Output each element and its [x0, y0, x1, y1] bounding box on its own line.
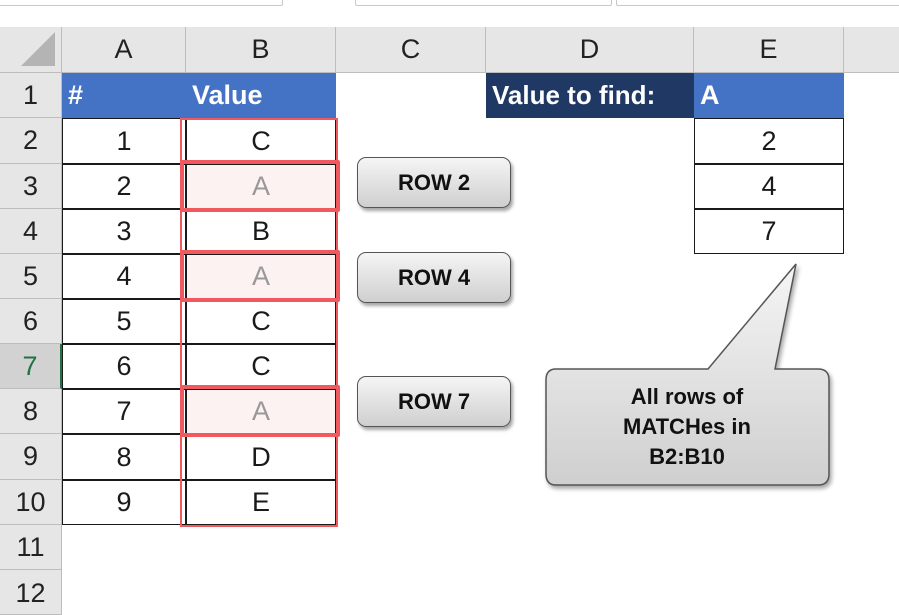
- select-all-button[interactable]: [0, 27, 62, 73]
- header-cell-number[interactable]: #: [62, 73, 186, 118]
- cell-a5[interactable]: 4: [62, 254, 186, 299]
- cell-a8[interactable]: 7: [62, 389, 186, 434]
- lookup-value-cell[interactable]: A: [694, 73, 844, 118]
- column-header-c[interactable]: C: [336, 27, 486, 73]
- name-box[interactable]: [0, 0, 283, 6]
- column-header-f[interactable]: [844, 27, 899, 73]
- row-header-11[interactable]: 11: [0, 525, 62, 570]
- row-header-6[interactable]: 6: [0, 299, 62, 344]
- row-header-2[interactable]: 2: [0, 118, 62, 164]
- cell-a3[interactable]: 2: [62, 164, 186, 209]
- cell-a7[interactable]: 6: [62, 344, 186, 389]
- result-cell-e4[interactable]: 7: [694, 209, 844, 254]
- cell-a9[interactable]: 8: [62, 434, 186, 480]
- row-header-7[interactable]: 7: [0, 344, 62, 389]
- formula-input-extension[interactable]: [616, 0, 899, 6]
- match-highlight-row-8: [180, 385, 340, 437]
- column-header-a[interactable]: A: [62, 27, 186, 73]
- callout-row-7: ROW 7: [357, 376, 511, 427]
- row-header-5[interactable]: 5: [0, 254, 62, 299]
- select-all-triangle-icon: [21, 32, 55, 66]
- match-range-outline: [180, 118, 338, 527]
- formula-bar-area: [0, 0, 899, 24]
- row-header-10[interactable]: 10: [0, 480, 62, 525]
- note-line-2: MATCHes in: [623, 414, 751, 439]
- cell-b10[interactable]: E: [186, 480, 336, 525]
- lookup-label-cell[interactable]: Value to find:: [486, 73, 694, 118]
- cell-a2[interactable]: 1: [62, 118, 186, 164]
- speech-bubble-shape: [545, 263, 830, 486]
- note-line-1: All rows of: [630, 384, 744, 409]
- header-cell-value[interactable]: Value: [186, 73, 336, 118]
- result-cell-e3[interactable]: 4: [694, 164, 844, 209]
- column-header-b[interactable]: B: [186, 27, 336, 73]
- match-highlight-row-5: [180, 250, 340, 302]
- cell-a6[interactable]: 5: [62, 299, 186, 344]
- cell-b3[interactable]: A: [186, 164, 336, 209]
- column-header-e[interactable]: E: [694, 27, 844, 73]
- row-header-4[interactable]: 4: [0, 209, 62, 254]
- formula-input[interactable]: [355, 0, 612, 6]
- cell-b8[interactable]: A: [186, 389, 336, 434]
- row-header-1[interactable]: 1: [0, 73, 62, 118]
- callout-row-2: ROW 2: [357, 157, 511, 208]
- cell-a4[interactable]: 3: [62, 209, 186, 254]
- cell-a10[interactable]: 9: [62, 480, 186, 525]
- row-header-3[interactable]: 3: [0, 164, 62, 209]
- match-highlight-row-3: [180, 160, 340, 212]
- result-cell-e2[interactable]: 2: [694, 118, 844, 164]
- callout-row-4: ROW 4: [357, 252, 511, 303]
- row-header-9[interactable]: 9: [0, 434, 62, 480]
- speech-bubble-text: All rows of MATCHes in B2:B10: [546, 369, 828, 485]
- note-line-3: B2:B10: [649, 444, 725, 469]
- column-header-d[interactable]: D: [486, 27, 694, 73]
- row-header-8[interactable]: 8: [0, 389, 62, 434]
